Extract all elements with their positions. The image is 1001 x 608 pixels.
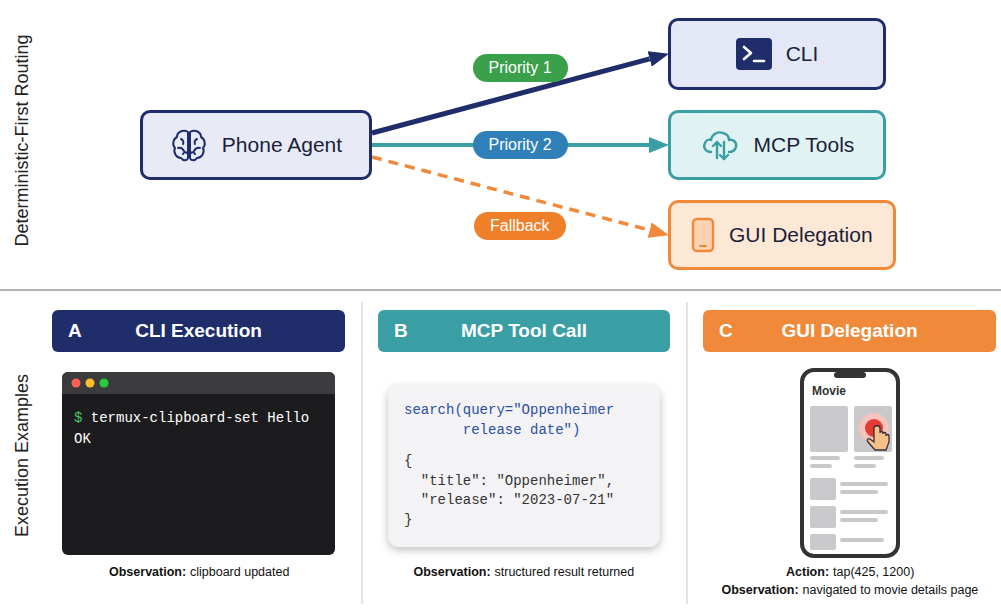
window-dot xyxy=(86,379,95,388)
phone-notch xyxy=(834,372,866,378)
brain-icon xyxy=(170,127,208,163)
phone-icon xyxy=(691,217,715,253)
window-dot xyxy=(72,379,81,388)
code-line: $ termux-clipboard-set Hello xyxy=(74,408,321,429)
cli-box: CLI xyxy=(668,18,886,90)
section-divider xyxy=(0,289,1001,291)
observation-text: clipboard updated xyxy=(190,565,289,579)
placeholder-block xyxy=(840,482,888,486)
placeholder-block xyxy=(840,538,884,542)
node-label: Phone Agent xyxy=(222,133,342,157)
node-label: CLI xyxy=(786,42,819,66)
window-dots xyxy=(62,372,122,394)
panel-header: B MCP Tool Call xyxy=(378,310,670,352)
placeholder-block xyxy=(810,506,836,528)
placeholder-block xyxy=(810,478,836,500)
column-separator xyxy=(686,302,687,604)
priority-pill: Priority 1 xyxy=(473,54,568,82)
placeholder-block xyxy=(854,456,884,460)
panel-title: GUI Delegation xyxy=(781,320,917,342)
placeholder-block xyxy=(840,490,878,494)
panel-title: CLI Execution xyxy=(135,320,262,342)
window-dot xyxy=(100,379,109,388)
placeholder-block xyxy=(810,406,848,452)
observation-key: Action: xyxy=(786,565,829,579)
panel-header: A CLI Execution xyxy=(52,310,345,352)
code-line: OK xyxy=(74,429,321,450)
agent-box: Phone Agent xyxy=(140,110,372,180)
observation-text: tap(425, 1200) xyxy=(833,565,914,579)
observation-key: Observation: xyxy=(722,583,799,597)
code-line: } xyxy=(404,511,644,531)
panel-letter: A xyxy=(68,320,82,342)
code-line: release date") xyxy=(404,421,644,441)
panel-letter: B xyxy=(394,320,408,342)
code-line: "title": "Oppenheimer", xyxy=(404,472,644,492)
cli-icon xyxy=(736,38,772,70)
terminal-title-bar xyxy=(62,372,335,394)
placeholder-block xyxy=(854,464,876,468)
phone-screen xyxy=(804,372,896,554)
mcp-box: MCP Tools xyxy=(668,110,886,180)
placeholder-block xyxy=(854,406,892,452)
terminal-window: $ termux-clipboard-set HelloOK xyxy=(62,372,335,555)
code-line: search(query="Oppenheimer xyxy=(404,401,644,421)
cloud-icon xyxy=(700,128,740,162)
code-card: search(query="Oppenheimerrelease date") {… xyxy=(388,385,660,547)
priority-pill: Priority 2 xyxy=(473,131,568,159)
section-label: Execution Examples xyxy=(12,373,33,536)
placeholder-block xyxy=(810,464,832,468)
placeholder-block xyxy=(810,456,840,460)
placeholder-block xyxy=(840,518,878,522)
panel-title: MCP Tool Call xyxy=(461,320,587,342)
section-label: Deterministic-First Routing xyxy=(12,34,33,246)
placeholder-block xyxy=(810,534,836,550)
priority-pill: Fallback xyxy=(474,212,566,240)
phone-mockup: Movie xyxy=(800,368,900,558)
hand-pointer xyxy=(867,426,889,450)
code-line: "release": "2023-07-21" xyxy=(404,491,644,511)
column-separator xyxy=(361,302,362,604)
observation-text: navigated to movie details page xyxy=(803,583,979,597)
node-label: GUI Delegation xyxy=(729,223,873,247)
placeholder-block xyxy=(840,510,888,514)
screen-title: Movie xyxy=(812,384,846,398)
node-label: MCP Tools xyxy=(754,133,855,157)
observation-text: structured result returned xyxy=(495,565,635,579)
observation-key: Observation: xyxy=(414,565,491,579)
observation-key: Observation: xyxy=(109,565,186,579)
panel-letter: C xyxy=(719,320,733,342)
gui-box: GUI Delegation xyxy=(668,200,896,270)
code-line: { xyxy=(404,452,644,472)
panel-header: C GUI Delegation xyxy=(703,310,996,352)
